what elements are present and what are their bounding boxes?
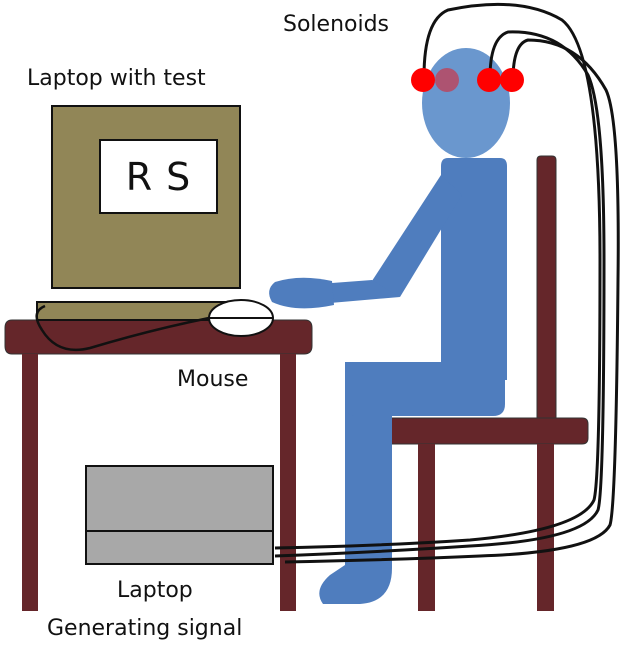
person-hand [269,277,334,309]
signal-laptop-base [85,530,274,565]
signal-laptop [85,465,274,565]
desk-leg-left [22,354,38,611]
test-laptop-screen [99,139,218,214]
solenoid-3 [477,68,501,92]
laptop-with-test-label: Laptop with test [27,66,206,91]
solenoid-2 [435,68,459,92]
mouse-cable [35,304,210,352]
wire-middle [274,30,606,558]
test-laptop [36,105,253,321]
person-forearm [330,280,400,303]
wire-left [274,2,602,550]
screen-text: R S [125,154,192,199]
chair-leg-left [418,444,435,611]
solenoid-1 [411,68,435,92]
solenoids-label: Solenoids [283,12,390,37]
chair-seat [385,417,589,445]
solenoid-4 [500,68,524,92]
person [269,48,510,604]
solenoid-wires [274,2,620,564]
generating-signal-label: Generating signal [47,616,243,641]
solenoids [411,68,524,92]
person-head [422,48,510,158]
signal-laptop-lid [85,465,274,532]
laptop-label: Laptop [117,578,193,603]
desk-leg-right [280,354,296,611]
person-upper-arm [370,175,462,297]
person-torso [441,158,507,380]
wire-right [284,38,620,564]
chair-back [536,155,557,425]
person-lower-leg [319,362,392,604]
mouse-label: Mouse [177,367,249,392]
